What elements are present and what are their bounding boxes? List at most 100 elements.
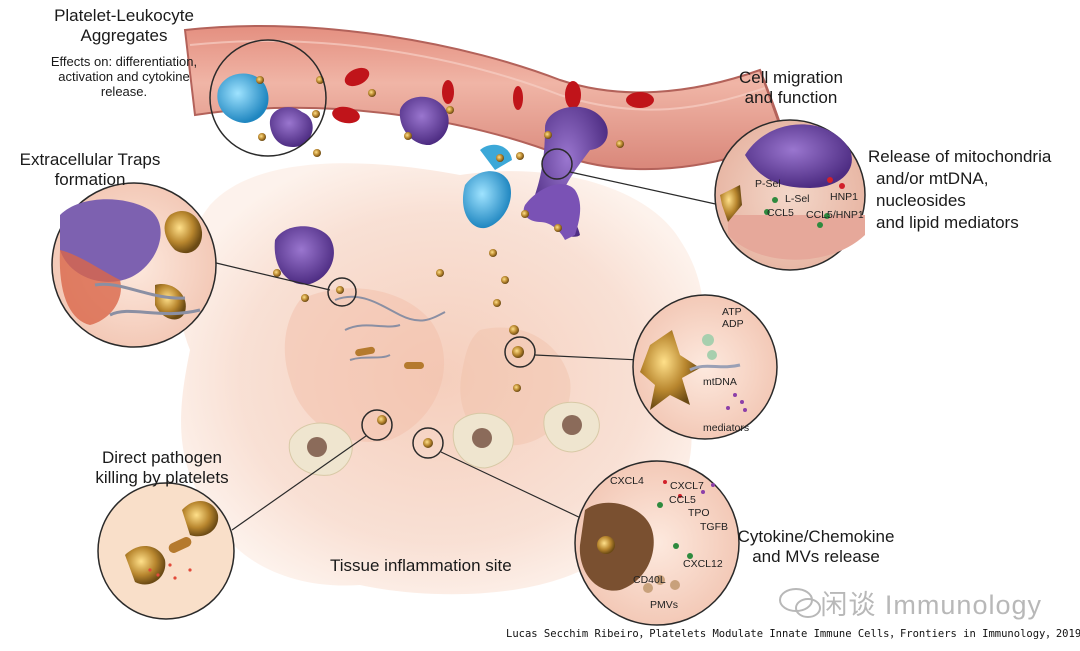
rbc bbox=[442, 80, 454, 104]
platelet bbox=[513, 384, 521, 392]
connector-lines bbox=[211, 171, 721, 531]
platelet bbox=[256, 76, 264, 84]
monocyte-cell bbox=[462, 171, 511, 229]
watermark-text: 闲谈 Immunology bbox=[820, 590, 1042, 620]
platelet bbox=[377, 415, 387, 425]
callout-pmvs: PMVs bbox=[650, 599, 679, 611]
connector-migration bbox=[569, 171, 721, 206]
bacterium bbox=[355, 346, 375, 357]
label-tissue: Tissue inflammation site bbox=[330, 556, 512, 575]
focus-circle-pla bbox=[209, 39, 327, 157]
focus-circle-mito bbox=[504, 336, 536, 368]
neutrophil-cell bbox=[399, 96, 449, 146]
platelet bbox=[501, 276, 509, 284]
zoom-circle-traps bbox=[51, 182, 217, 348]
platelet bbox=[423, 438, 433, 448]
platelet bbox=[616, 140, 624, 148]
callout-ccl5-hnp1: CCL5/HNP1 bbox=[806, 209, 864, 221]
label-killing-line2: killing by platelets bbox=[95, 467, 229, 487]
zoom-circle-mito bbox=[632, 294, 778, 440]
connector-mito bbox=[534, 354, 641, 361]
rbc bbox=[626, 92, 654, 108]
macrophages bbox=[288, 401, 600, 476]
platelet bbox=[313, 149, 321, 157]
focus-circle-cyto bbox=[412, 427, 444, 459]
platelet bbox=[509, 325, 519, 335]
label-pla-title-line2: Aggregates bbox=[80, 25, 168, 45]
focus-circle-traps bbox=[327, 277, 357, 307]
zoom-circle-killing bbox=[97, 482, 235, 620]
platelet bbox=[512, 346, 524, 358]
label-mito-line1: Release of mitochondria bbox=[868, 147, 1052, 166]
callout-ccl5: CCL5 bbox=[669, 494, 696, 506]
callout-mtdna: mtDNA bbox=[703, 376, 737, 388]
tissue-neutrophil bbox=[274, 226, 334, 285]
callout-tgfb: TGFB bbox=[700, 521, 728, 533]
label-cyto-line2: and MVs release bbox=[752, 546, 880, 566]
callout-atp: ATP bbox=[722, 306, 742, 318]
platelet bbox=[404, 132, 412, 140]
callout-lsel: L-Sel bbox=[785, 193, 810, 205]
label-pla-effects-line3: release. bbox=[100, 83, 148, 99]
rbc bbox=[565, 81, 581, 109]
callout-cxcl12: CXCL12 bbox=[683, 558, 723, 570]
platelet bbox=[446, 106, 454, 114]
rbc bbox=[332, 106, 360, 124]
platelet bbox=[258, 133, 266, 141]
rbc bbox=[513, 86, 523, 110]
citation: Lucas Secchim Ribeiro，Platelets Modulate… bbox=[506, 628, 1080, 640]
platelet bbox=[496, 154, 504, 162]
callout-cxcl7: CXCL7 bbox=[670, 480, 704, 492]
label-pla-effects: Effects on: differentiation, activation … bbox=[35, 54, 213, 100]
callout-hnp1: HNP1 bbox=[830, 191, 859, 203]
label-pla-effects-line1: Effects on: differentiation, bbox=[50, 54, 198, 69]
monocyte-cell bbox=[217, 73, 269, 123]
label-pla-title: Platelet-Leukocyte Aggregates bbox=[20, 6, 228, 45]
red-blood-cells bbox=[332, 67, 654, 124]
label-mito-line3: nucleosides bbox=[876, 191, 966, 211]
platelet bbox=[273, 269, 281, 277]
label-traps-line1: Extracellular Traps bbox=[19, 150, 161, 169]
platelet bbox=[521, 210, 529, 218]
focus-circles bbox=[209, 39, 573, 459]
watermark: 闲谈 Immunology bbox=[772, 583, 1042, 622]
label-pla-effects-line2: activation and cytokine bbox=[58, 68, 190, 84]
rbc bbox=[344, 67, 370, 87]
callout-cd40l: CD40L bbox=[633, 574, 666, 586]
bacteria bbox=[355, 346, 424, 369]
callout-mediators: mediators bbox=[703, 422, 750, 434]
platelet bbox=[436, 269, 444, 277]
label-migration-line2: and function bbox=[744, 87, 838, 107]
platelet bbox=[489, 249, 497, 257]
callout-tpo: TPO bbox=[688, 507, 710, 519]
callout-ccl5: CCL5 bbox=[767, 207, 794, 219]
platelet bbox=[301, 294, 309, 302]
platelet bbox=[312, 110, 320, 118]
label-migration-line1: Cell migration bbox=[739, 68, 843, 87]
bacterium bbox=[404, 362, 424, 369]
platelet bbox=[493, 299, 501, 307]
label-cyto-line1: Cytokine/Chemokine bbox=[737, 527, 895, 546]
connector-killing bbox=[231, 435, 367, 531]
label-killing: Direct pathogen killing by platelets bbox=[78, 448, 246, 487]
label-mito-line2: and/or mtDNA, bbox=[876, 169, 989, 189]
platelet bbox=[554, 224, 562, 232]
connector-cyto bbox=[440, 451, 586, 521]
label-traps-line2: formation bbox=[54, 169, 126, 189]
extravasating-neutrophil bbox=[523, 184, 581, 240]
label-mito-line4: and lipid mediators bbox=[876, 213, 1019, 233]
platelet bbox=[368, 89, 376, 97]
label-killing-line1: Direct pathogen bbox=[101, 448, 223, 467]
neutrophil-cell bbox=[269, 107, 313, 148]
callout-adp: ADP bbox=[722, 318, 744, 330]
zoom-circle-cyto bbox=[574, 460, 740, 626]
label-cyto: Cytokine/Chemokine and MVs release bbox=[734, 527, 898, 566]
zoom-circle-migration bbox=[714, 119, 866, 271]
label-mitochondria-release: Release of mitochondria and/or mtDNA, nu… bbox=[868, 146, 1073, 234]
platelet bbox=[544, 131, 552, 139]
callout-cxcl4: CXCL4 bbox=[610, 475, 644, 487]
label-migration: Cell migration and function bbox=[723, 68, 859, 107]
label-traps: Extracellular Traps formation bbox=[6, 150, 174, 189]
platelets bbox=[256, 76, 624, 448]
